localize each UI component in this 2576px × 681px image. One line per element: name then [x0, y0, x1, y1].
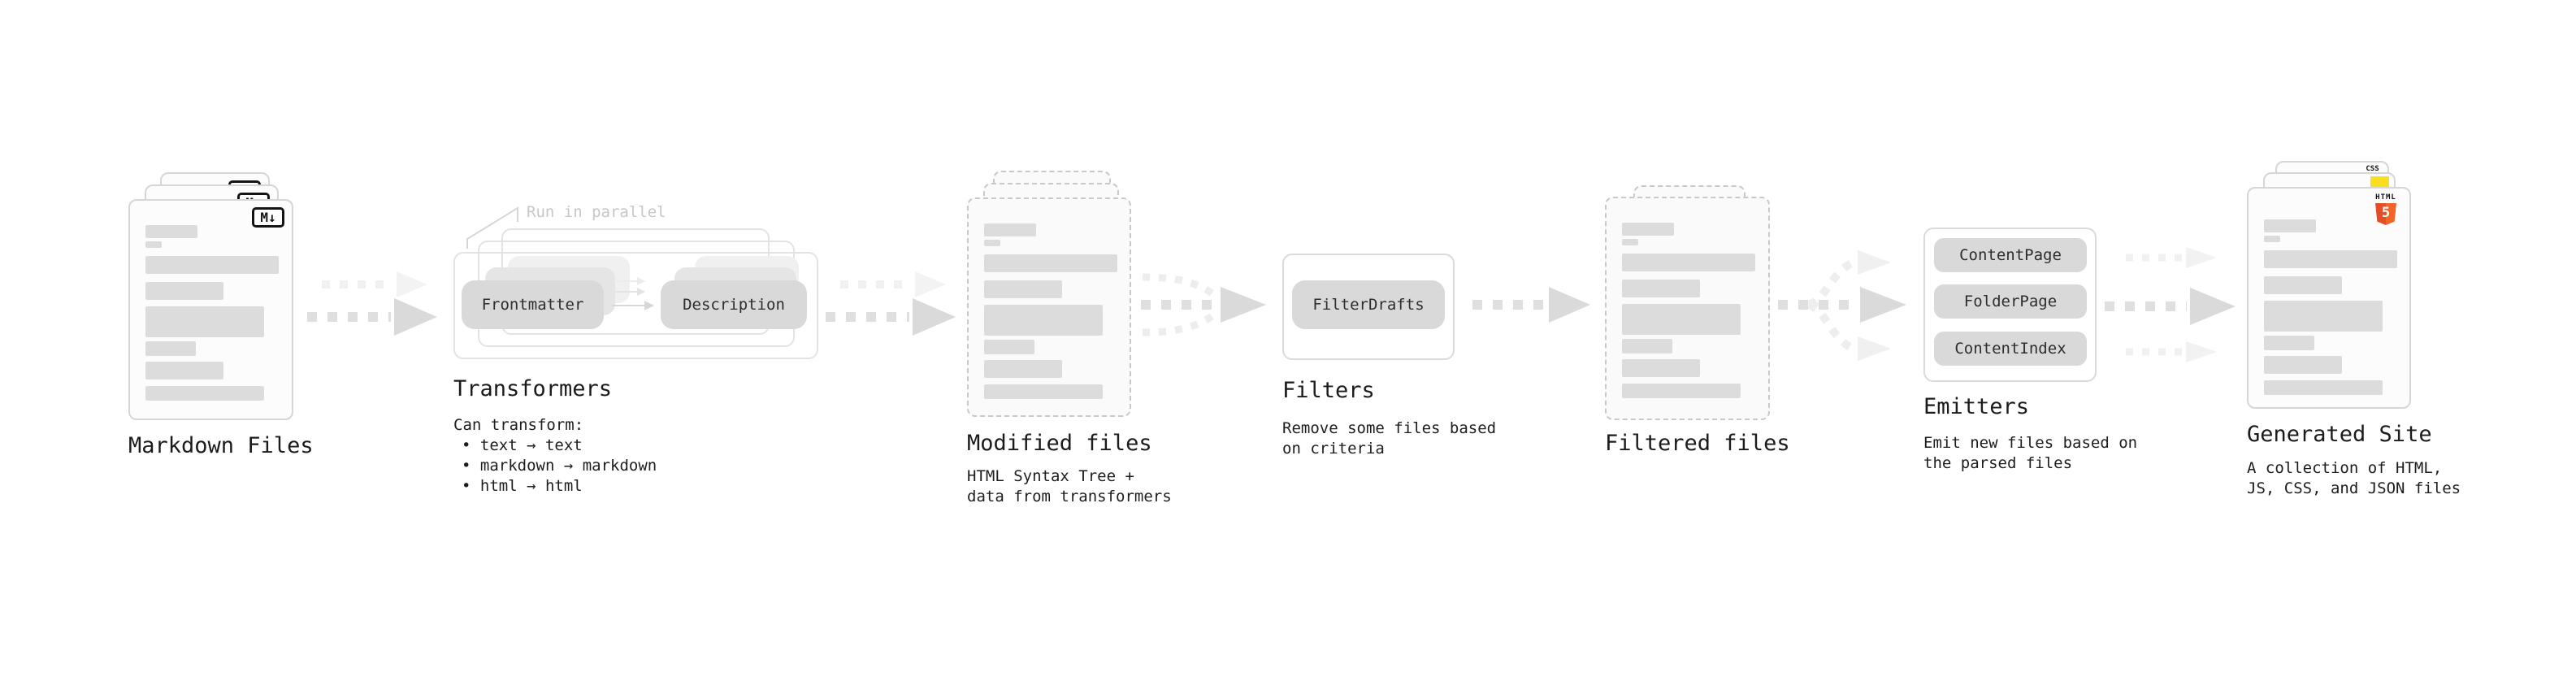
skeleton-line [1622, 254, 1755, 271]
stage-title-filters: Filters [1282, 378, 1375, 403]
html5-icon-label: HTML [2375, 193, 2396, 202]
skeleton-line [1622, 339, 1672, 354]
modified-file-card-front [967, 197, 1131, 417]
skeleton-line [145, 282, 223, 300]
transformer-frame-front [453, 252, 818, 359]
desc-line: JS, CSS, and JSON files [2247, 479, 2461, 497]
skeleton-line [1622, 359, 1700, 377]
description-pill: Description [661, 280, 807, 329]
flow-arrow-transformers-to-modified [826, 271, 956, 336]
generated-file-card-html: HTML 5 [2247, 187, 2411, 409]
flow-arrow-markdown-to-transformers [307, 271, 437, 336]
skeleton-line [984, 223, 1036, 236]
stage-generated-site: CSS HTML 5 Generated Site A collection o… [2247, 161, 2461, 518]
skeleton-line [145, 362, 223, 380]
contentpage-pill: ContentPage [1934, 238, 2087, 272]
folderpage-pill: FolderPage [1934, 284, 2087, 319]
desc-bullet: • html → html [462, 477, 583, 495]
stage-title-markdown-files: Markdown Files [128, 433, 314, 458]
stage-desc-filters: Remove some files based on criteria [1282, 419, 1496, 459]
skeleton-line [1622, 304, 1741, 335]
stage-title-transformers: Transformers [453, 376, 613, 401]
filtered-file-card-front [1605, 197, 1770, 420]
skeleton-line [2264, 276, 2342, 294]
desc-line: on criteria [1282, 440, 1385, 458]
desc-line: Remove some files based [1282, 419, 1497, 437]
skeleton-line [145, 241, 162, 248]
flow-arrow-modified-to-filters [1141, 273, 1266, 336]
filterdrafts-pill: FilterDrafts [1292, 280, 1445, 329]
desc-bullet: • text → text [462, 436, 583, 454]
document-skeleton [145, 225, 284, 401]
stage-filters: FilterDrafts Filters Remove some files b… [1282, 254, 1496, 497]
run-in-parallel-note: Run in parallel [527, 203, 666, 221]
skeleton-line [2264, 301, 2383, 332]
flow-arrow-emitters-to-generated [2105, 247, 2236, 362]
skeleton-line [984, 340, 1034, 354]
stage-desc-modified-files: HTML Syntax Tree + data from transformer… [967, 466, 1172, 507]
frontmatter-pill: Frontmatter [462, 280, 604, 329]
skeleton-line [145, 256, 279, 274]
document-skeleton [984, 223, 1121, 399]
desc-line: the parsed files [1923, 454, 2073, 472]
stage-desc-emitters: Emit new files based on the parsed files [1923, 433, 2137, 474]
skeleton-line [984, 240, 1000, 246]
stage-title-emitters: Emitters [1923, 394, 2030, 419]
skeleton-line [145, 386, 264, 401]
markdown-icon: M↓ [252, 207, 284, 228]
desc-bullet: • markdown → markdown [462, 457, 657, 475]
html5-icon-shield: 5 [2375, 203, 2396, 225]
skeleton-line [145, 225, 197, 238]
skeleton-line [145, 306, 264, 337]
stage-transformers: Run in parallel Frontmatter Description … [453, 199, 827, 524]
contentindex-pill: ContentIndex [1934, 332, 2087, 366]
skeleton-line [984, 280, 1062, 298]
stage-desc-transformers: Can transform: • text → text • markdown … [453, 415, 657, 497]
desc-line: HTML Syntax Tree + [967, 467, 1134, 485]
skeleton-line [2264, 336, 2314, 350]
stage-title-generated-site: Generated Site [2247, 422, 2432, 447]
html5-icon: HTML 5 [2374, 194, 2398, 225]
skeleton-line [1622, 280, 1700, 297]
skeleton-line [2264, 380, 2383, 395]
skeleton-line [2264, 219, 2316, 232]
flow-arrow-filtered-to-emitters [1778, 250, 1906, 361]
css-icon-label: CSS [2366, 165, 2379, 173]
skeleton-line [984, 305, 1103, 336]
transform-step-arrows [612, 277, 654, 310]
skeleton-line [1622, 239, 1638, 245]
desc-line: A collection of HTML, [2247, 459, 2443, 477]
stage-title-modified-files: Modified files [967, 431, 1152, 456]
document-skeleton [2264, 219, 2401, 395]
js-icon [2370, 176, 2389, 187]
skeleton-line [984, 384, 1103, 399]
skeleton-line [2264, 250, 2397, 268]
desc-line: data from transformers [967, 488, 1172, 505]
stage-modified-files: Modified files HTML Syntax Tree + data f… [967, 171, 1178, 520]
skeleton-line [984, 254, 1117, 272]
markdown-file-card-front: M↓ [128, 199, 293, 420]
desc-line: Emit new files based on [1923, 434, 2138, 452]
document-skeleton [1622, 223, 1760, 398]
stage-title-filtered-files: Filtered files [1605, 431, 1790, 456]
stage-filtered-files: Filtered files [1605, 185, 1816, 462]
note-bracket-line [466, 206, 518, 249]
flow-arrow-filters-to-filtered [1472, 287, 1590, 323]
stage-markdown-files: M↓ M↓ M↓ Markdown Files [126, 171, 337, 496]
skeleton-line [1622, 384, 1741, 398]
skeleton-line [984, 360, 1062, 378]
stage-desc-generated-site: A collection of HTML, JS, CSS, and JSON … [2247, 458, 2461, 499]
skeleton-line [2264, 356, 2342, 374]
skeleton-line [1622, 223, 1674, 236]
skeleton-line [145, 341, 196, 356]
desc-line: Can transform: [453, 416, 584, 434]
stage-emitters: ContentPage FolderPage ContentIndex Emit… [1923, 228, 2137, 488]
skeleton-line [2264, 236, 2280, 242]
